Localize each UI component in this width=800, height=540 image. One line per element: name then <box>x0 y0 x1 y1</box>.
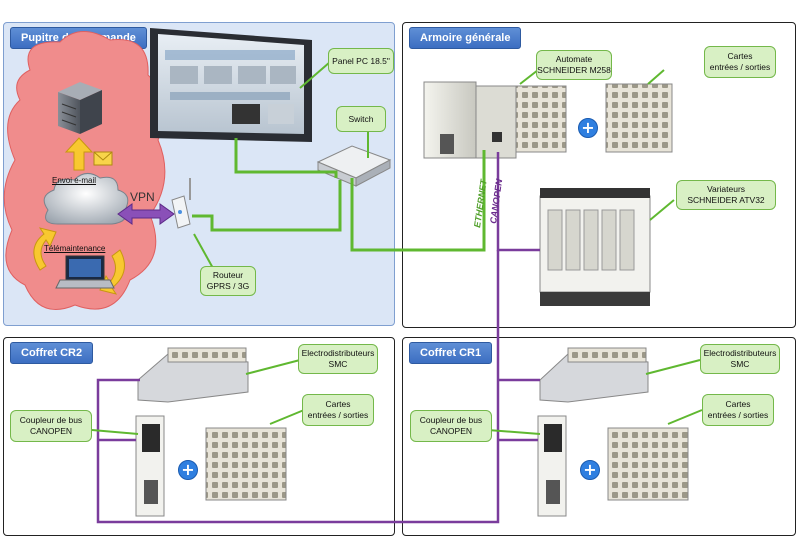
router-image <box>171 178 191 229</box>
callout-cartes-cr1: Cartes entrées / sorties <box>702 394 774 426</box>
server-icon <box>58 82 102 134</box>
ethernet-cables <box>192 138 486 252</box>
telemaintenance-label: Télémaintenance <box>44 244 106 253</box>
switch-image <box>316 145 392 187</box>
callout-variateurs: Variateurs SCHNEIDER ATV32 <box>676 180 776 210</box>
callout-panel-pc: Panel PC 18.5" <box>328 48 394 74</box>
callout-coupleur-cr1: Coupleur de bus CANOPEN <box>410 410 492 442</box>
callout-cartes-cr2: Cartes entrées / sorties <box>302 394 374 426</box>
panel-title-cr1: Coffret CR1 <box>409 342 493 364</box>
laptop-icon <box>55 255 115 289</box>
envoi-email-label: Envoi e-mail <box>52 176 97 185</box>
variateurs-image <box>539 188 651 306</box>
internet-cloud-icon <box>43 173 129 225</box>
upload-arrow-icon <box>64 137 94 171</box>
callout-electro-cr2: Electrodistributeurs SMC <box>298 344 378 374</box>
callout-coupleur-cr2: Coupleur de bus CANOPEN <box>10 410 92 442</box>
callout-cartes-armoire: Cartes entrées / sorties <box>704 46 776 78</box>
plus-icon: + <box>580 460 600 480</box>
panel-title-armoire: Armoire générale <box>409 27 522 49</box>
plus-icon: + <box>578 118 598 138</box>
io-cards-cr2-image <box>205 427 287 501</box>
callout-automate: Automate SCHNEIDER M258 <box>536 50 612 80</box>
vpn-arrow-icon <box>117 203 175 225</box>
automate-image <box>423 81 567 159</box>
vpn-label: VPN <box>130 190 155 204</box>
coupleur-cr1-image <box>537 415 567 517</box>
panel-pc-image <box>150 28 312 142</box>
plus-icon: + <box>178 460 198 480</box>
io-cards-cr1-image <box>607 427 689 501</box>
electrodistributeurs-cr2-image <box>137 347 249 403</box>
callout-connectors <box>91 61 703 435</box>
coupleur-cr2-image <box>135 415 165 517</box>
callout-switch: Switch <box>336 106 386 132</box>
ethernet-label: ETHERNET <box>472 177 489 228</box>
callout-routeur: Routeur GPRS / 3G <box>200 266 256 296</box>
electrodistributeurs-cr1-image <box>539 347 649 403</box>
panel-title-cr2: Coffret CR2 <box>10 342 94 364</box>
callout-electro-cr1: Electrodistributeurs SMC <box>700 344 780 374</box>
envelope-icon <box>93 151 113 166</box>
io-cards-armoire-image <box>605 83 673 153</box>
canopen-label: CANOPEN <box>488 178 504 224</box>
